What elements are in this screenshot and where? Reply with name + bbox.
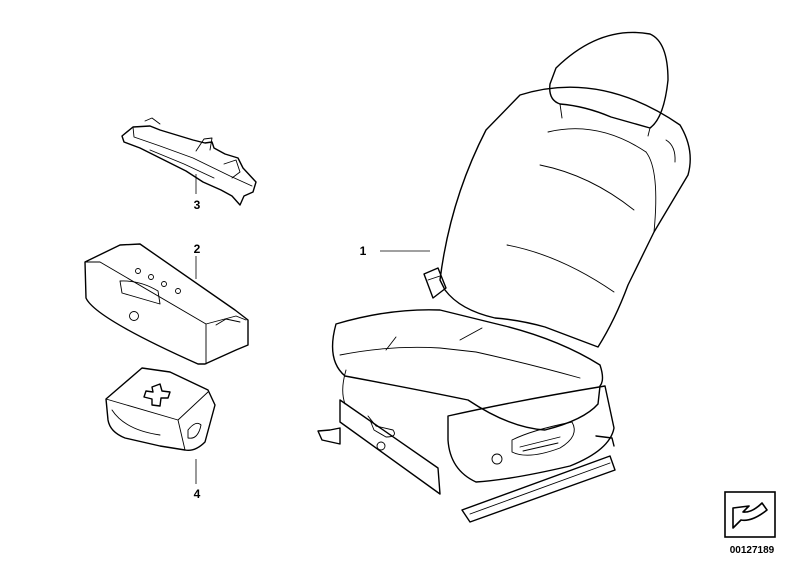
- part-3-bracket[interactable]: [121, 117, 257, 206]
- part-4-first-aid-kit[interactable]: [105, 367, 216, 452]
- document-number: 00127189: [730, 545, 775, 556]
- callout-3[interactable]: 3: [194, 198, 201, 212]
- bent-arrow-icon: [732, 502, 768, 529]
- part-2-storage-box[interactable]: [84, 243, 249, 365]
- part-1-seat[interactable]: [317, 31, 691, 523]
- catalog-arrow-box[interactable]: [724, 491, 776, 538]
- callout-2[interactable]: 2: [194, 242, 201, 256]
- callout-4[interactable]: 4: [194, 487, 201, 501]
- callout-1[interactable]: 1: [360, 244, 367, 258]
